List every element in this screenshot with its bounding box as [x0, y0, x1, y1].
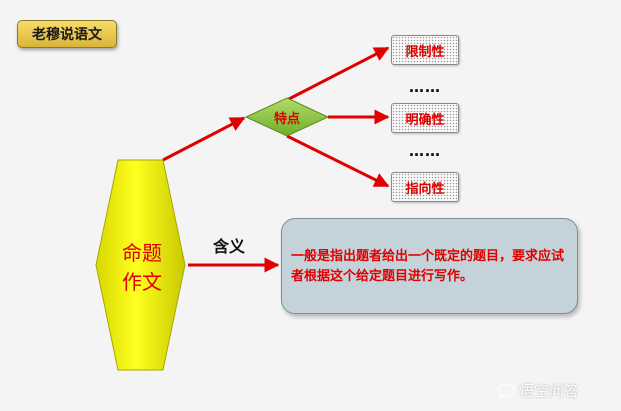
topic-label-line1: 命题 — [122, 241, 162, 265]
watermark: 悟空问答 — [497, 380, 579, 401]
property-restrictive: 限制性 — [391, 35, 459, 65]
speech-bubble-icon — [497, 382, 515, 399]
ellipsis-2: …… — [409, 142, 441, 160]
arrow-feature-to-directive — [286, 134, 390, 188]
topic-hexagon — [95, 159, 186, 371]
watermark-text: 悟空问答 — [519, 382, 580, 400]
ellipsis-1: …… — [409, 78, 441, 96]
feature-label: 特点 — [273, 112, 300, 127]
topic-label-line2: 作文 — [122, 270, 162, 294]
property-clear: 明确性 — [391, 103, 459, 133]
feature-diamond — [244, 97, 330, 137]
definition-box — [281, 218, 578, 314]
definition-text: 一般是指出题者给出一个既定的题目，要求应试者根据这个给定题目进行写作。 — [291, 249, 565, 284]
author-tag: 老穆说语文 — [17, 20, 117, 48]
property-directive: 指向性 — [391, 172, 459, 202]
meaning-label: 含义 — [213, 237, 246, 256]
arrow-feature-to-restrictive — [286, 46, 390, 102]
arrow-topic-to-feature — [162, 116, 246, 162]
